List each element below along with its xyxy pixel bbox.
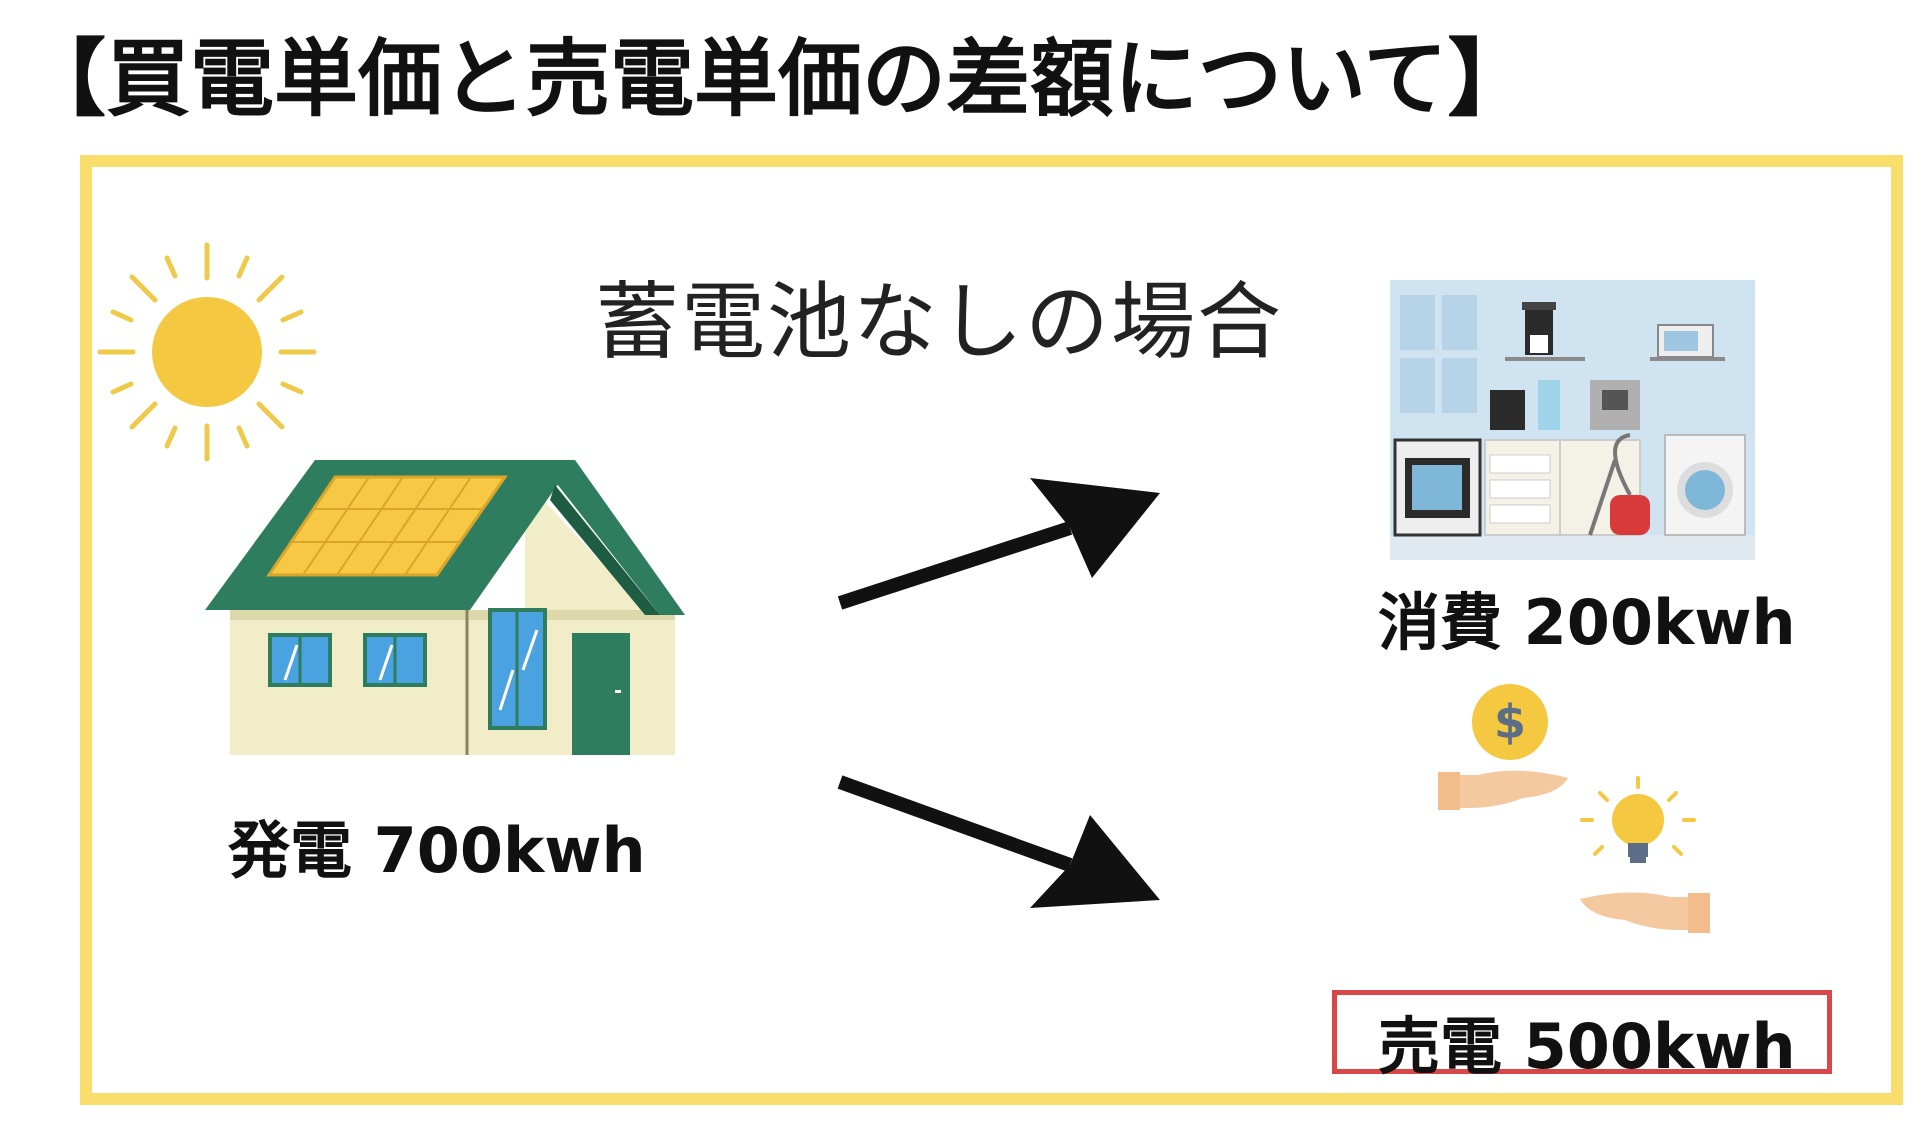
- house-with-solar-panel-icon: [205, 460, 685, 755]
- diagram-subtitle: 蓄電池なしの場合: [595, 273, 1284, 371]
- kitchen-appliances-icon: [1390, 280, 1755, 560]
- consumption-label: 消費 200kwh: [1378, 586, 1796, 659]
- page-title: 【買電単価と売電単価の差額について】: [22, 30, 1532, 128]
- sale-label: 売電 500kwh: [1378, 1010, 1796, 1083]
- coin-symbol: $: [1494, 695, 1526, 749]
- arrow-icon: [837, 478, 1160, 610]
- generation-label: 発電 700kwh: [228, 814, 646, 887]
- sale-highlight-box: [1332, 990, 1832, 1074]
- coin-hand-icon: $: [1438, 684, 1568, 810]
- lightbulb-hand-icon: [1580, 776, 1710, 933]
- sun-icon: [97, 242, 317, 462]
- arrow-icon: [837, 775, 1160, 908]
